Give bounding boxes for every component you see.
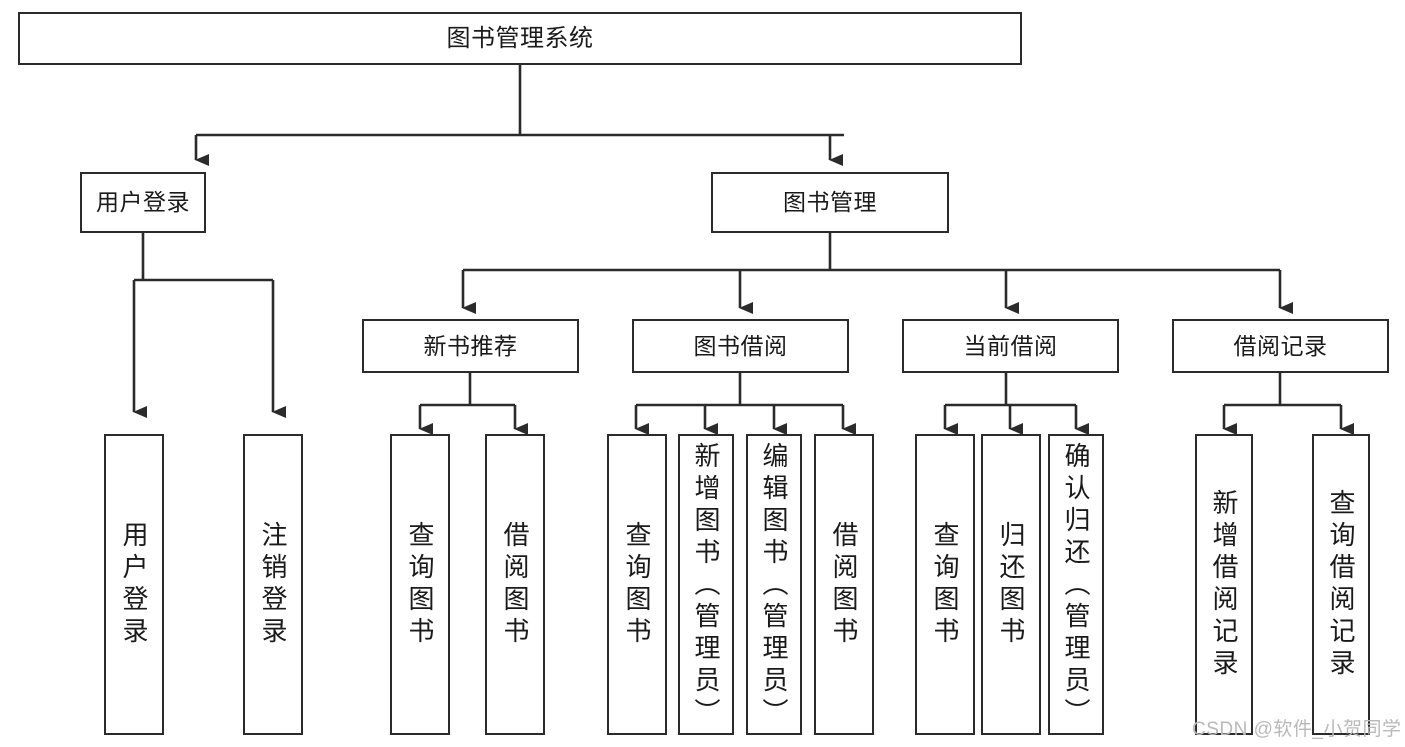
leaf-borrow-book-1-label: 借阅图书 xyxy=(500,520,530,649)
node-new-book-rec-label: 新书推荐 xyxy=(423,332,518,359)
leaf-edit-book[interactable]: 编辑图书（管理员） xyxy=(746,434,802,735)
leaf-return-book[interactable]: 归还图书 xyxy=(981,434,1041,735)
leaf-add-book-label: 新增图书（管理员） xyxy=(691,442,721,730)
leaf-query-book-2[interactable]: 查询图书 xyxy=(607,434,667,735)
leaf-confirm-return-label: 确认归还（管理员） xyxy=(1061,442,1091,730)
leaf-add-record[interactable]: 新增借阅记录 xyxy=(1195,434,1253,735)
leaf-borrow-book-2[interactable]: 借阅图书 xyxy=(814,434,874,735)
node-root-label: 图书管理系统 xyxy=(446,24,594,52)
csdn-watermark: CSDN @软件_小贺同学 xyxy=(1192,719,1402,740)
node-book-borrow-label: 图书借阅 xyxy=(693,332,788,359)
leaf-return-book-label: 归还图书 xyxy=(996,520,1026,649)
leaf-query-record-label: 查询借阅记录 xyxy=(1326,488,1356,681)
leaf-add-record-label: 新增借阅记录 xyxy=(1209,488,1239,681)
leaf-user-login-label: 用户登录 xyxy=(119,520,149,649)
node-new-book-rec[interactable]: 新书推荐 xyxy=(362,319,579,373)
node-user-login-label: 用户登录 xyxy=(96,189,190,216)
leaf-query-book-2-label: 查询图书 xyxy=(622,520,652,649)
leaf-user-login[interactable]: 用户登录 xyxy=(104,434,164,735)
node-user-login[interactable]: 用户登录 xyxy=(80,172,206,233)
leaf-query-book-3-label: 查询图书 xyxy=(930,520,960,649)
leaf-borrow-book-1[interactable]: 借阅图书 xyxy=(485,434,545,735)
node-current-borrow[interactable]: 当前借阅 xyxy=(902,319,1119,373)
leaf-query-book-1[interactable]: 查询图书 xyxy=(390,434,450,735)
node-book-manage[interactable]: 图书管理 xyxy=(711,172,949,233)
leaf-edit-book-label: 编辑图书（管理员） xyxy=(759,442,789,730)
leaf-logout-label: 注销登录 xyxy=(258,520,288,649)
leaf-confirm-return[interactable]: 确认归还（管理员） xyxy=(1048,434,1104,735)
leaf-borrow-book-2-label: 借阅图书 xyxy=(829,520,859,649)
node-book-borrow[interactable]: 图书借阅 xyxy=(632,319,849,373)
node-current-borrow-label: 当前借阅 xyxy=(963,332,1058,359)
leaf-query-book-3[interactable]: 查询图书 xyxy=(915,434,975,735)
leaf-logout[interactable]: 注销登录 xyxy=(243,434,303,735)
node-root[interactable]: 图书管理系统 xyxy=(18,12,1022,65)
node-borrow-record-label: 借阅记录 xyxy=(1233,332,1328,359)
node-borrow-record[interactable]: 借阅记录 xyxy=(1172,319,1389,373)
leaf-add-book[interactable]: 新增图书（管理员） xyxy=(678,434,734,735)
leaf-query-book-1-label: 查询图书 xyxy=(405,520,435,649)
leaf-query-record[interactable]: 查询借阅记录 xyxy=(1312,434,1370,735)
node-book-manage-label: 图书管理 xyxy=(783,189,877,216)
